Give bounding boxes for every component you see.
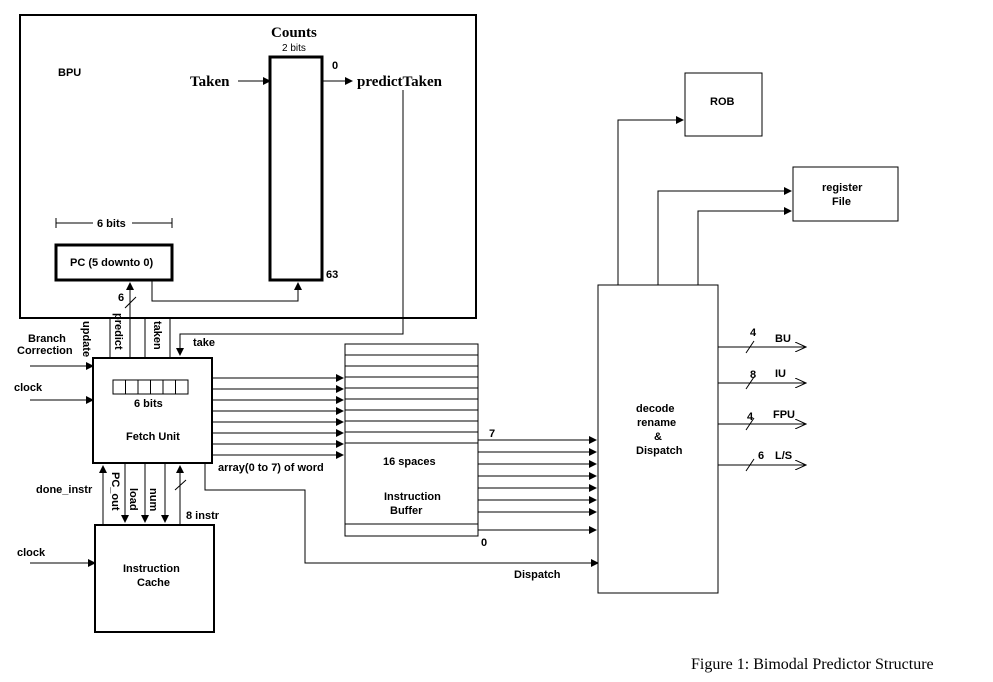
- done-instr-label: done_instr: [36, 484, 93, 496]
- buffer-title-line2: Buffer: [390, 505, 423, 517]
- pc-bits-label: 6 bits: [97, 218, 126, 230]
- rob-label: ROB: [710, 96, 735, 108]
- num-label: num: [147, 488, 159, 511]
- pc-out-label: PC_out: [109, 472, 121, 511]
- pc-index-bus-slash: [124, 296, 137, 309]
- output-ls-slash: [745, 458, 755, 472]
- fetch-clock-label: clock: [14, 382, 43, 394]
- buffer-title-line1: Instruction: [384, 491, 441, 503]
- instruction-cache-box: [94, 524, 215, 633]
- counts-width-label: 2 bits: [282, 43, 306, 54]
- taken-output-label: taken: [151, 321, 163, 350]
- output-iu: 8 IU: [718, 368, 806, 390]
- index-top-label: 0: [332, 60, 338, 72]
- buffer-spaces-label: 16 spaces: [383, 456, 436, 468]
- output-iu-slash: [745, 376, 755, 390]
- dispatch-unit-line4: Dispatch: [636, 445, 683, 457]
- output-bu-label: BU: [775, 333, 791, 345]
- instruction-cache-title-line1: Instruction: [123, 563, 180, 575]
- dispatch-signal-label: Dispatch: [514, 569, 561, 581]
- dispatch-to-regfile-wire-2: [697, 207, 792, 285]
- fetch-register-bits-label: 6 bits: [134, 398, 163, 410]
- instruction-cache-title-line2: Cache: [137, 577, 170, 589]
- predict-label: predict: [112, 313, 124, 350]
- take-label: take: [193, 337, 215, 349]
- predict-taken-label: predictTaken: [357, 74, 443, 90]
- register-file-line1: register: [822, 182, 863, 194]
- output-ls: 6 L/S: [718, 450, 806, 472]
- register-file-line2: File: [832, 196, 851, 208]
- dispatch-to-rob-wire: [617, 116, 684, 285]
- dispatch-unit-line1: decode: [636, 403, 675, 415]
- pc-index-bus-width: 6: [118, 292, 124, 304]
- output-bu-width: 4: [750, 327, 757, 339]
- counts-title: Counts: [271, 25, 317, 41]
- branch-correction-label-line2: Correction: [17, 345, 73, 357]
- predict-taken-wire: [176, 90, 404, 356]
- output-ls-label: L/S: [775, 450, 792, 462]
- load-label: load: [127, 488, 139, 511]
- fetch-unit-title: Fetch Unit: [126, 431, 180, 443]
- pc-register: [54, 243, 174, 282]
- rob-box: [684, 72, 763, 137]
- output-bu-slash: [745, 340, 755, 354]
- dispatch-to-regfile-wire-1: [657, 187, 792, 285]
- update-label: update: [80, 321, 92, 357]
- array-label: array(0 to 7) of word: [218, 462, 324, 474]
- buffer-to-dispatch-bus: [478, 436, 597, 534]
- output-iu-width: 8: [750, 369, 756, 381]
- taken-input-label: Taken: [190, 74, 230, 90]
- fetch-unit-box: [92, 357, 213, 464]
- buffer-top-index: 7: [489, 428, 495, 440]
- output-fpu-slash: [745, 417, 755, 431]
- index-bottom-label: 63: [326, 269, 338, 281]
- buffer-bottom-index: 0: [481, 537, 487, 549]
- output-bu: 4 BU: [718, 327, 806, 354]
- fetch-register: [112, 379, 189, 395]
- branch-correction-label-line1: Branch: [28, 333, 66, 345]
- cache-clock-label: clock: [17, 547, 46, 559]
- figure-caption: Figure 1: Bimodal Predictor Structure: [691, 656, 934, 673]
- pc-to-counts-line: [151, 280, 302, 302]
- register-file-box: [792, 166, 899, 222]
- fetch-to-buffer-bus: [212, 374, 344, 459]
- dispatch-unit-line2: rename: [637, 417, 676, 429]
- dispatch-unit-box: [597, 284, 719, 594]
- fetch-to-dispatch-wire: [204, 463, 599, 567]
- bpu-title: BPU: [58, 67, 81, 79]
- instruction-buffer-box: [344, 343, 479, 537]
- instr-bus-slash: [174, 479, 187, 491]
- instruction-buffer-slots: [345, 354, 478, 525]
- pc-register-label: PC (5 downto 0): [70, 257, 153, 269]
- output-ls-width: 6: [758, 450, 764, 462]
- counts-table: [268, 55, 324, 282]
- output-fpu: 4 FPU: [718, 409, 806, 431]
- dispatch-unit-line3: &: [654, 431, 662, 443]
- output-fpu-width: 4: [747, 411, 754, 423]
- instr-bus-label: 8 instr: [186, 510, 220, 522]
- output-fpu-label: FPU: [773, 409, 795, 421]
- output-iu-label: IU: [775, 368, 786, 380]
